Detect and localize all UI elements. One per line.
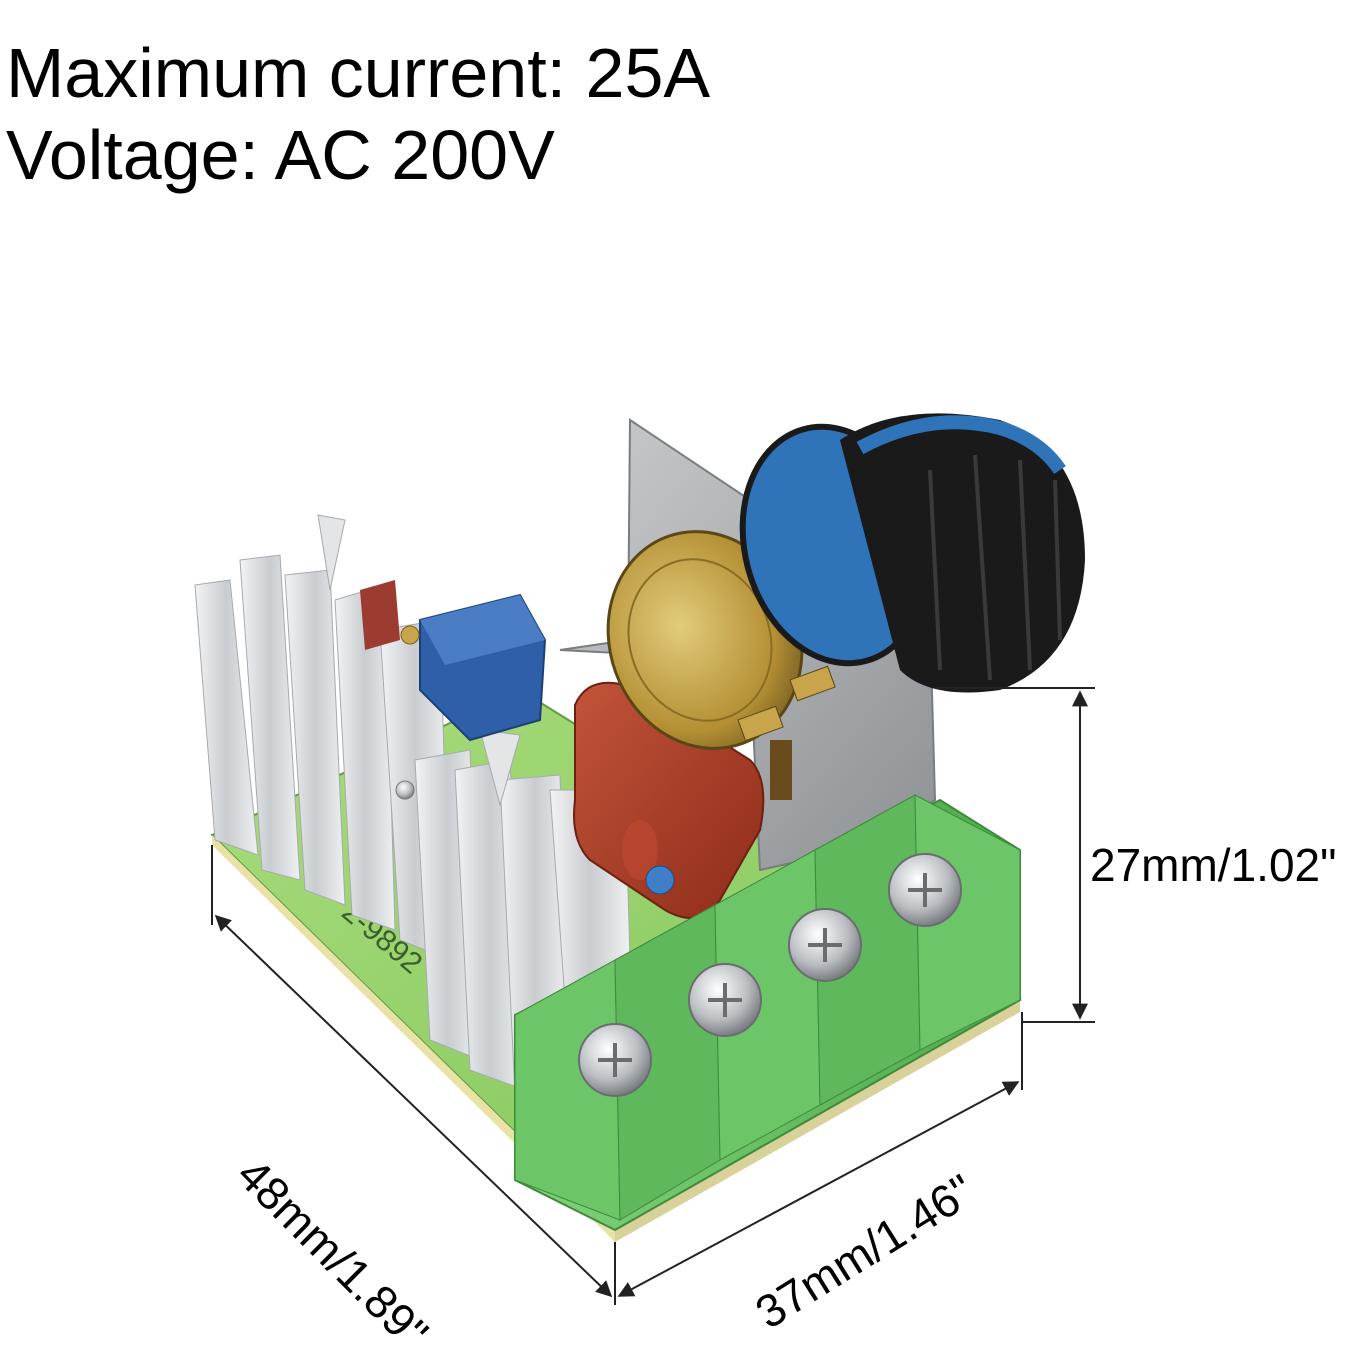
- height-dimension-label: 27mm/1.02": [1090, 839, 1337, 891]
- spec-voltage: Voltage: AC 200V: [6, 116, 555, 194]
- ceramic-capacitor: [645, 865, 675, 895]
- trimmer-potentiometer: [400, 593, 547, 742]
- triac-tab: [360, 580, 400, 650]
- dimension-lines: [211, 687, 1095, 1305]
- length-arrow-icon: [214, 914, 613, 1298]
- speed-knob[interactable]: [717, 406, 1085, 693]
- width-arrow-icon: [617, 1081, 1020, 1297]
- spec-max-current: Maximum current: 25A: [6, 34, 711, 112]
